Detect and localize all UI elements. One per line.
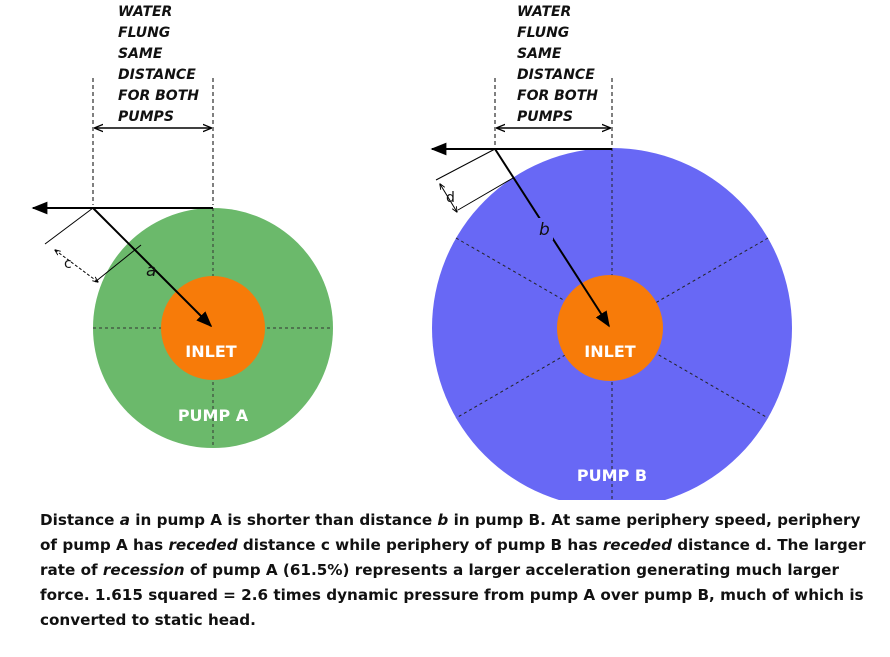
pump-a-water-line-1: WATER bbox=[118, 4, 172, 20]
caption-part: of pump A (61.5%) represents a larger ac… bbox=[40, 561, 864, 629]
pump-a-recession-arrow bbox=[55, 250, 98, 282]
pump-b-radius-label: b bbox=[539, 220, 550, 240]
pump-b-recession-ext-1 bbox=[435, 148, 496, 181]
caption-var-a: a bbox=[119, 511, 131, 529]
pump-b-water-line-4: DISTANCE bbox=[517, 67, 595, 83]
pump-a-water-line-4: DISTANCE bbox=[118, 67, 196, 83]
pump-b-recession-label: d bbox=[446, 190, 455, 206]
pump-b-water-line-6: PUMPS bbox=[517, 109, 573, 125]
pump-a-label: PUMP A bbox=[178, 406, 249, 425]
pump-diagram: INLET PUMP A a c WATER FLUNG SAME DISTAN… bbox=[31, 4, 792, 500]
caption-emphasis: receded bbox=[168, 536, 238, 554]
pump-b-inlet-label: INLET bbox=[584, 342, 635, 361]
caption-part: distance c while periphery of pump B has bbox=[237, 536, 603, 554]
pump-a-water-line-3: SAME bbox=[118, 46, 163, 62]
caption-part: Distance bbox=[40, 511, 120, 529]
pump-b-water-line-1: WATER bbox=[517, 4, 571, 20]
pump-b-water-line-2: FLUNG bbox=[517, 25, 569, 41]
pump-b-recession-ext-2 bbox=[457, 177, 514, 211]
pump-b: INLET PUMP B b d WATER FLUNG SAME DISTAN… bbox=[430, 4, 792, 500]
caption-emphasis: recession bbox=[102, 561, 185, 579]
caption-emphasis: receded bbox=[602, 536, 672, 554]
pump-a-recession-ext-1 bbox=[44, 207, 94, 245]
caption: Distance a in pump A is shorter than dis… bbox=[40, 508, 880, 633]
pump-b-label: PUMP B bbox=[577, 466, 647, 485]
pump-a-radius-label: a bbox=[146, 261, 156, 281]
pump-b-inlet bbox=[557, 275, 663, 381]
pump-b-radius-label-bg bbox=[535, 218, 553, 240]
pump-a-recession-label: c bbox=[64, 256, 72, 272]
caption-part: in pump B. At same periphery speed, peri… bbox=[40, 511, 861, 554]
pump-b-water-line-3: SAME bbox=[517, 46, 562, 62]
pump-a-water-line-5: FOR BOTH bbox=[118, 88, 199, 104]
pump-b-recession-arrow bbox=[440, 184, 457, 212]
pump-a-water-line-6: PUMPS bbox=[118, 109, 174, 125]
pump-a-water-label: WATER FLUNG SAME DISTANCE FOR BOTH PUMPS bbox=[118, 4, 199, 125]
pump-a-radius-arrow bbox=[92, 207, 213, 328]
caption-var-b: b bbox=[437, 511, 449, 529]
caption-part: in pump A is shorter than distance bbox=[130, 511, 438, 529]
pump-a-inlet-label: INLET bbox=[185, 342, 236, 361]
pump-b-water-line-5: FOR BOTH bbox=[517, 88, 598, 104]
pump-a-recession-ext-2 bbox=[94, 244, 142, 283]
caption-part: distance d. The larger rate of bbox=[40, 536, 866, 579]
pump-a-water-line-2: FLUNG bbox=[118, 25, 170, 41]
pump-a: INLET PUMP A a c WATER FLUNG SAME DISTAN… bbox=[31, 4, 333, 448]
pump-b-water-label: WATER FLUNG SAME DISTANCE FOR BOTH PUMPS bbox=[517, 4, 598, 125]
